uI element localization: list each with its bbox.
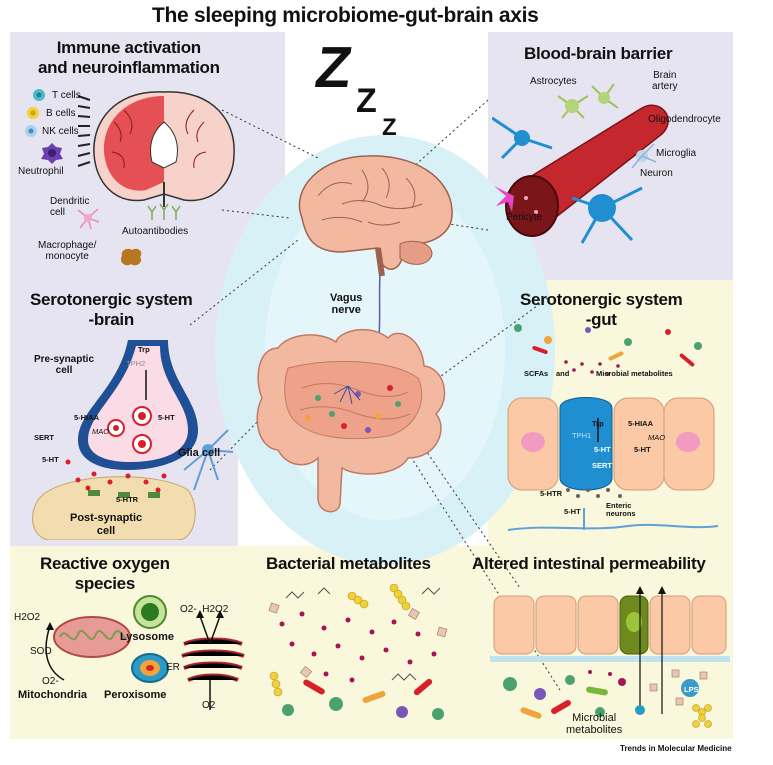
permeability-microbial-label: Microbial metabolites bbox=[566, 712, 623, 736]
bacterial-heading: Bacterial metabolites bbox=[266, 554, 431, 573]
neutrophil-icon bbox=[41, 143, 63, 164]
mitochondria-icon bbox=[53, 616, 131, 658]
mitochondria-label: Mitochondria bbox=[18, 689, 88, 701]
autoantibodies-icon bbox=[147, 203, 181, 220]
sleep-z-2: Z bbox=[356, 82, 377, 120]
sert-label: SERT bbox=[34, 433, 55, 442]
vagus-nerve-label: Vagus nerve bbox=[330, 292, 363, 316]
macrophage-icon bbox=[120, 248, 142, 266]
journal-footer: Trends in Molecular Medicine bbox=[620, 744, 732, 753]
immune-heading: Immune activation and neuroinflammation bbox=[38, 38, 220, 77]
sero-brain-heading: Serotonergic system -brain bbox=[30, 290, 193, 329]
macrophage-label: Macrophage/ monocyte bbox=[38, 240, 97, 262]
synapse-illustration bbox=[32, 340, 234, 540]
er-arrows bbox=[196, 610, 224, 710]
presynaptic-label: Pre-synaptic cell bbox=[34, 354, 95, 376]
neuron-label: Neuron bbox=[640, 168, 673, 179]
5hiaa-label: 5-HIAA bbox=[74, 413, 100, 422]
immune-hatch-marks bbox=[77, 95, 91, 167]
scfas-label: SCFAs bbox=[524, 369, 549, 378]
b-cells-label: B cells bbox=[46, 108, 76, 119]
brain-coronal-section bbox=[93, 91, 235, 207]
intestinal-barrier-illustration bbox=[490, 586, 730, 728]
dendritic-cell-label: Dendritic cell bbox=[50, 196, 90, 218]
intestines bbox=[256, 328, 446, 513]
lysosome-label: Lysosome bbox=[120, 631, 175, 643]
tph2-label: TPH2 bbox=[126, 359, 146, 368]
t-cells-label: T cells bbox=[52, 90, 81, 101]
figure-title: The sleeping microbiome-gut-brain axis bbox=[152, 4, 539, 27]
and-label: and bbox=[556, 369, 570, 378]
er-label: ER bbox=[166, 662, 180, 673]
sod-arrow bbox=[45, 622, 65, 681]
lysosome-icon bbox=[133, 595, 167, 629]
o2-minus-label: O2- bbox=[42, 676, 59, 687]
trp-label: Trp bbox=[138, 345, 150, 354]
nk-cell-icon bbox=[25, 125, 37, 137]
sero-gut-heading: Serotonergic system -gut bbox=[520, 290, 683, 329]
5htr-gut-label: 5-HTR bbox=[540, 489, 563, 498]
er-top-label: O2- H2O2 bbox=[180, 604, 229, 615]
er-icon bbox=[181, 637, 245, 682]
5ht-gut-bottom-label: 5-HT bbox=[564, 507, 581, 516]
sagittal-brain bbox=[298, 155, 453, 277]
mao-label: MAO bbox=[92, 427, 110, 436]
blood-brain-barrier-illustration bbox=[492, 83, 669, 244]
t-cell-icon bbox=[33, 89, 45, 101]
b-cell-icon bbox=[27, 107, 39, 119]
gut-microbes-top bbox=[514, 324, 702, 367]
microglia-label: Microglia bbox=[656, 148, 697, 159]
autoantibodies-label: Autoantibodies bbox=[122, 226, 189, 237]
sod-label: SOD bbox=[30, 646, 52, 657]
h2o2-ros-label: H2O2 bbox=[14, 612, 41, 623]
trp-gut-label: Trp bbox=[592, 419, 604, 428]
sleep-z-3: Z bbox=[382, 114, 397, 141]
brain-artery-label: Brain artery bbox=[652, 70, 678, 92]
oligodendrocyte-label: Oligodendrocyte bbox=[648, 114, 721, 125]
enteric-neurons-label: Enteric neurons bbox=[606, 501, 636, 518]
ros-heading: Reactive oxygen species bbox=[40, 554, 170, 593]
5hiaa-gut-label: 5-HIAA bbox=[628, 419, 654, 428]
sert-gut-label: SERT bbox=[592, 461, 613, 470]
gut-epithelium-illustration bbox=[507, 324, 719, 531]
peroxisome-label: Peroxisome bbox=[104, 689, 167, 701]
lps-label: LPS bbox=[684, 685, 699, 694]
glia-cell-label: Glia cell bbox=[178, 447, 221, 459]
pericyte-label: Pericyte bbox=[506, 212, 543, 223]
nk-cells-label: NK cells bbox=[42, 126, 79, 137]
mao-gut-label: MAO bbox=[648, 433, 666, 442]
tph1-label: TPH1 bbox=[572, 431, 592, 440]
5htr-label: 5-HTR bbox=[116, 495, 139, 504]
astrocytes-label: Astrocytes bbox=[530, 76, 577, 87]
5ht-gut-cell-label: 5-HT bbox=[594, 445, 611, 454]
5ht-label-bottom: 5-HT bbox=[42, 455, 59, 464]
5ht-label-top: 5-HT bbox=[158, 413, 175, 422]
bbb-heading: Blood-brain barrier bbox=[524, 44, 673, 63]
permeability-heading: Altered intestinal permeability bbox=[472, 554, 706, 573]
dendritic-cell-icon bbox=[77, 208, 100, 230]
postsynaptic-label: Post-synaptic cell bbox=[70, 512, 143, 537]
peroxisome-icon bbox=[131, 653, 169, 683]
microbial-metabolites-label: Microbial metabolites bbox=[596, 369, 673, 378]
neutrophil-label: Neutrophil bbox=[18, 166, 64, 177]
5ht-gut-right-label: 5-HT bbox=[634, 445, 651, 454]
bacterial-metabolites-illustration bbox=[268, 584, 448, 720]
er-bottom-label: O2 bbox=[202, 700, 216, 711]
